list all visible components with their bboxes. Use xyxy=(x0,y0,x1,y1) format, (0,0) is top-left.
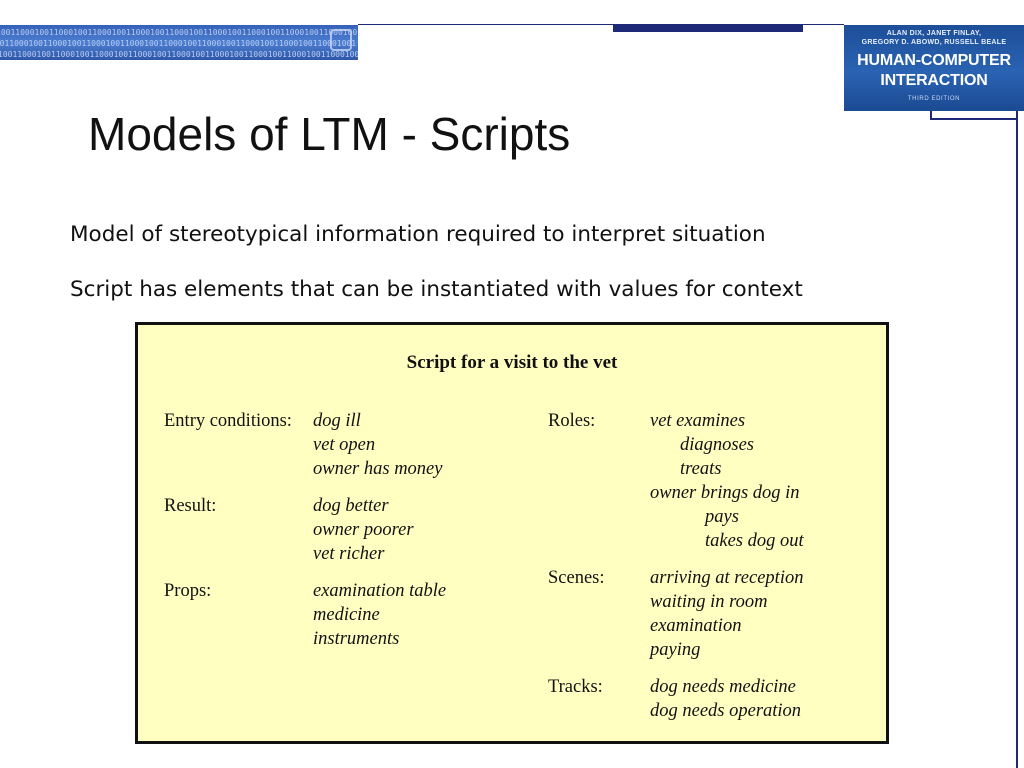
frame-line xyxy=(930,118,1018,120)
props-label: Props: xyxy=(164,581,212,601)
bullet-text: Script has elements that can be instanti… xyxy=(70,277,803,302)
entry-condition-item: owner has money xyxy=(313,459,443,479)
book-title-line2: INTERACTION xyxy=(880,72,988,89)
roles-label: Roles: xyxy=(548,411,596,431)
result-item: owner poorer xyxy=(313,520,414,540)
prop-item: instruments xyxy=(313,629,400,649)
book-title-line1: HUMAN-COMPUTER xyxy=(857,52,1011,69)
binary-text-row: 1001100010011000100110001001100010011000… xyxy=(0,39,357,48)
bullet-text: Model of stereotypical information requi… xyxy=(70,222,766,247)
result-item: vet richer xyxy=(313,544,385,564)
result-label: Result: xyxy=(164,496,217,516)
track-item: dog needs operation xyxy=(650,701,802,721)
props-values: examination table medicine instruments xyxy=(313,579,446,651)
scene-item: waiting in room xyxy=(650,592,768,612)
frame-line xyxy=(930,111,932,120)
binary-text-row: 1001100010011000100110001001100010011000… xyxy=(0,28,358,37)
scene-item: examination xyxy=(650,616,742,636)
script-box: Script for a visit to the vet Entry cond… xyxy=(135,322,889,744)
track-item: dog needs medicine xyxy=(650,677,796,697)
roles-values: vet examines diagnoses treats owner brin… xyxy=(650,409,804,553)
entry-conditions-values: dog ill vet open owner has money xyxy=(313,409,442,481)
entry-conditions-label: Entry conditions: xyxy=(164,411,292,431)
scenes-label: Scenes: xyxy=(548,568,605,588)
prop-item: examination table xyxy=(313,581,447,601)
slide-title: Models of LTM - Scripts xyxy=(88,108,571,160)
role-item: takes dog out xyxy=(705,531,804,551)
tracks-label: Tracks: xyxy=(548,677,603,697)
header-rule xyxy=(358,24,844,25)
binary-text-row: 1001100010011000100110001001100010011000… xyxy=(0,50,358,59)
scene-item: arriving at reception xyxy=(650,568,804,588)
role-item: treats xyxy=(680,459,722,479)
script-title: Script for a visit to the vet xyxy=(406,352,618,373)
entry-condition-item: dog ill xyxy=(313,411,361,431)
book-edition: THIRD EDITION xyxy=(907,96,961,102)
prop-item: medicine xyxy=(313,605,380,625)
tracks-values: dog needs medicine dog needs operation xyxy=(650,675,801,723)
scenes-values: arriving at reception waiting in room ex… xyxy=(650,566,803,662)
scene-item: paying xyxy=(650,640,701,660)
role-item: vet examines xyxy=(650,411,746,431)
result-item: dog better xyxy=(313,496,389,516)
book-authors-line2: GREGORY D. ABOWD, RUSSELL BEALE xyxy=(861,39,1007,46)
result-values: dog better owner poorer vet richer xyxy=(313,494,414,566)
role-item: diagnoses xyxy=(680,435,754,455)
gear-icon xyxy=(330,29,352,51)
role-item: pays xyxy=(705,507,739,527)
binary-banner: 1001100010011000100110001001100010011000… xyxy=(0,25,358,60)
frame-line xyxy=(1016,111,1018,768)
book-authors-line1: ALAN DIX, JANET FINLAY, xyxy=(886,30,982,37)
book-cover-logo: ALAN DIX, JANET FINLAY, GREGORY D. ABOWD… xyxy=(844,25,1024,111)
role-item: owner brings dog in xyxy=(650,483,800,503)
header-accent-bar xyxy=(613,25,803,32)
entry-condition-item: vet open xyxy=(313,435,376,455)
